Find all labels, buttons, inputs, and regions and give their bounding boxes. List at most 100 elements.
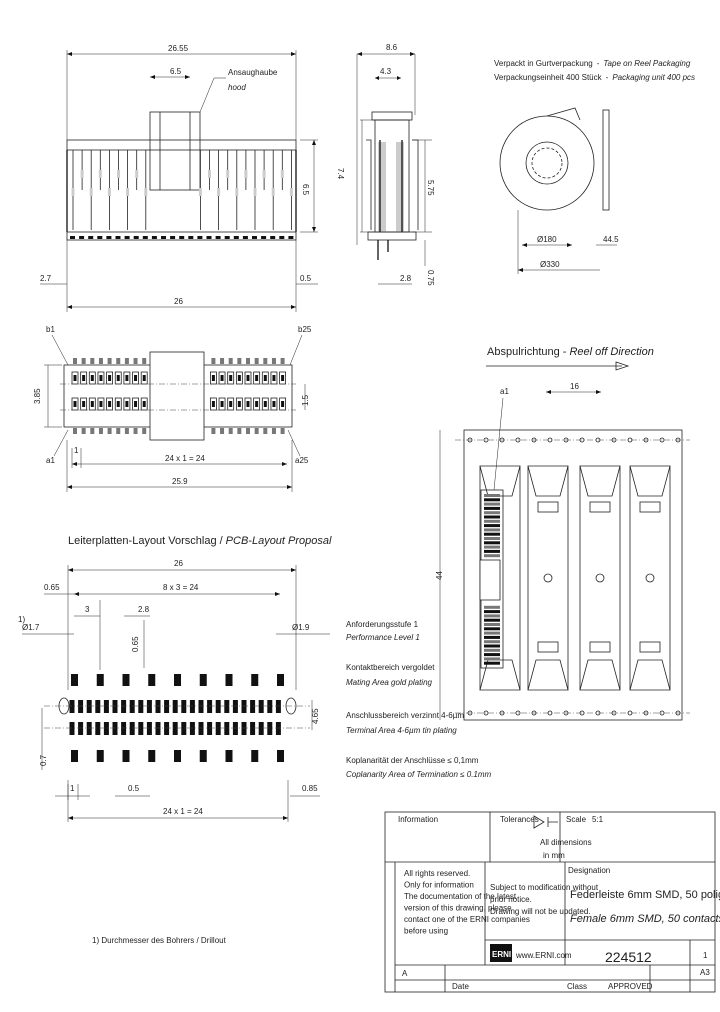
front-foot xyxy=(151,236,157,239)
front-foot xyxy=(179,236,185,239)
pcb-pad-b xyxy=(241,700,247,713)
pkg-dim-core: Ø180 xyxy=(537,235,557,244)
reel-connector-contact xyxy=(484,618,500,622)
tb-rights-line: before using xyxy=(404,927,448,936)
front-foot xyxy=(206,236,212,239)
front-foot xyxy=(133,236,139,239)
dim-height: 6.5 xyxy=(301,184,310,196)
pcb-hold-pad xyxy=(96,750,104,762)
pcb-pad-b xyxy=(129,700,135,713)
hood-label-en: hood xyxy=(228,83,246,92)
pcb-pad-a xyxy=(275,722,281,735)
reel-connector-contact xyxy=(484,515,500,519)
plan-contact xyxy=(272,375,276,381)
reel-connector-contact xyxy=(484,545,500,549)
front-foot xyxy=(270,236,276,239)
plan-lead-bottom xyxy=(73,428,77,434)
tb-logo-text: ERNI xyxy=(492,950,511,959)
pcb-pad-b xyxy=(103,700,109,713)
plan-contact xyxy=(73,401,77,407)
pcb-dim-total: 26 xyxy=(174,559,183,568)
plan-contact xyxy=(108,401,112,407)
front-foot xyxy=(161,236,166,239)
pcb-pad-a xyxy=(198,722,204,735)
plan-contact xyxy=(246,401,250,407)
plan-contact xyxy=(125,375,129,381)
plan-dim-span: 24 x 1 = 24 xyxy=(165,454,205,463)
pcb-pad-a xyxy=(155,722,161,735)
plan-contact xyxy=(116,375,120,381)
reel-pocket-hole xyxy=(645,573,655,583)
pcb-pad-b xyxy=(86,700,92,713)
reel-connector-contact xyxy=(484,494,500,497)
pcb-pad-a xyxy=(138,722,144,735)
plan-lead-bottom xyxy=(280,428,285,434)
reel-dim-pitch: 16 xyxy=(570,382,579,391)
front-contact-tip xyxy=(271,188,275,196)
plan-lead-bottom xyxy=(237,428,242,434)
pcb-dim-span: 8 x 3 = 24 xyxy=(163,583,199,592)
reel-direction-view: Abspulrichtung-Reel off Direction a1 16 … xyxy=(435,346,690,721)
spec-2-en: Terminal Area 4-6µm tin plating xyxy=(346,726,457,735)
plan-dim-left-h: 3.85 xyxy=(33,388,42,404)
front-foot xyxy=(242,236,248,239)
tb-date-label: Date xyxy=(452,982,469,991)
spec-2-de: Anschlussbereich verzinnt 4-6µm xyxy=(346,711,464,720)
front-foot xyxy=(106,236,112,239)
pcb-dim-07: 0.7 xyxy=(39,754,48,766)
plan-label-b25: b25 xyxy=(298,325,312,334)
pcb-layout-view: Leiterplatten-Layout Vorschlag/PCB-Layou… xyxy=(18,535,332,822)
plan-contact xyxy=(229,401,233,407)
reel-connector-contact xyxy=(484,614,500,618)
reel-connector-contact xyxy=(484,627,500,631)
front-foot xyxy=(215,236,221,239)
plan-lead-top xyxy=(220,358,225,364)
reel-pocket-taper xyxy=(629,465,671,691)
reel-pocket-slot xyxy=(537,641,559,653)
reel-pocket-hole xyxy=(595,573,605,583)
pcb-pad-a xyxy=(232,722,238,735)
plan-label-a1: a1 xyxy=(46,456,55,465)
tb-designation-label: Designation xyxy=(568,866,610,875)
plan-dim-pitch: 1 xyxy=(74,446,79,455)
spec-1-de: Kontaktbereich vergoldet xyxy=(346,663,435,672)
tb-rights-line: contact one of the ERNI companies xyxy=(404,915,530,924)
reel-connector-contact xyxy=(484,644,500,648)
pcb-pad-b xyxy=(275,700,281,713)
reel-connector-contact xyxy=(484,610,500,614)
pcb-hold-pad xyxy=(225,750,233,762)
pcb-hold-pad xyxy=(251,674,259,686)
reel-connector-contact xyxy=(484,524,500,528)
plan-contact xyxy=(125,401,129,407)
plan-contact xyxy=(263,375,267,381)
plan-lead-top xyxy=(133,358,138,364)
tb-subject-line: prior notice. xyxy=(490,895,532,904)
reel-title-de: Abspulrichtung xyxy=(487,346,560,358)
reel-connector-contact xyxy=(484,528,500,532)
side-dim-pin: 2.8 xyxy=(400,274,412,283)
plan-lead-bottom xyxy=(142,428,147,434)
pcb-pad-a xyxy=(69,722,75,735)
pcb-dim-hole-left: Ø1.7 xyxy=(22,623,40,632)
front-contact-tip xyxy=(217,188,221,196)
tb-subject-line: Subject to modification without xyxy=(490,883,599,892)
plan-dim-total: 25.9 xyxy=(172,477,188,486)
pkg-line2-en: Packaging unit 400 pcs xyxy=(612,73,695,82)
pcb-hold-pad xyxy=(199,750,207,762)
front-view: 26.55 6.5 Ansaughaube hood 6.5 2.7 0.5 2… xyxy=(40,44,318,312)
plan-lead-top xyxy=(81,358,86,364)
pcb-pad-b xyxy=(78,700,84,713)
pcb-pad-a xyxy=(78,722,84,735)
front-foot xyxy=(288,236,294,239)
plan-contact xyxy=(263,401,267,407)
pcb-pad-a xyxy=(112,722,118,735)
pcb-hold-pad xyxy=(225,674,233,686)
pcb-hold-pad xyxy=(122,750,130,762)
side-dim-h1: 7.4 xyxy=(336,168,345,180)
pcb-hold-pad xyxy=(71,750,78,762)
tb-designation-de: Federleiste 6mm SMD, 50 polig xyxy=(570,889,720,901)
plan-lead-bottom xyxy=(246,428,250,434)
svg-text:Verpackt in Gurtverpackung-Tap: Verpackt in Gurtverpackung-Tape on Reel … xyxy=(494,59,691,68)
erni-logo xyxy=(490,944,512,962)
pcb-pad-b xyxy=(112,700,118,713)
